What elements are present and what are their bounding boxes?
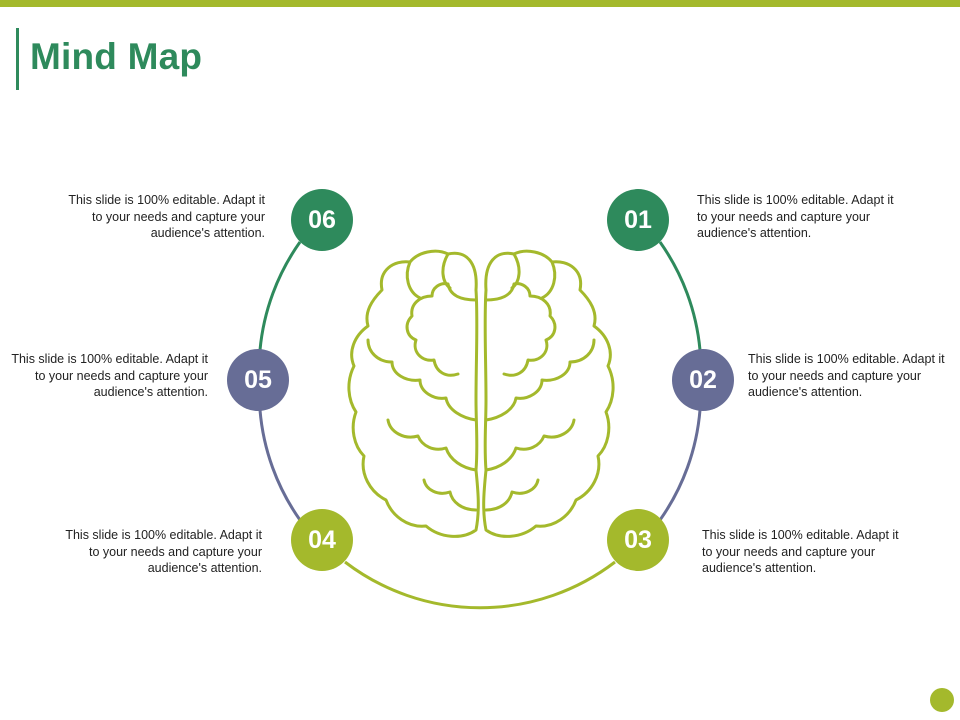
title-accent-rule bbox=[16, 28, 19, 90]
node-01: 01 bbox=[607, 189, 669, 251]
node-05: 05 bbox=[227, 349, 289, 411]
node-02: 02 bbox=[672, 349, 734, 411]
description-01: This slide is 100% editable. Adapt it to… bbox=[697, 193, 894, 240]
description-06: This slide is 100% editable. Adapt it to… bbox=[68, 193, 265, 240]
brain-icon bbox=[347, 249, 615, 538]
node-06: 06 bbox=[291, 189, 353, 251]
node-04: 04 bbox=[291, 509, 353, 571]
arc-04-03 bbox=[344, 560, 616, 610]
description-04: This slide is 100% editable. Adapt it to… bbox=[65, 528, 262, 575]
description-02: This slide is 100% editable. Adapt it to… bbox=[748, 352, 945, 399]
corner-dot bbox=[930, 688, 954, 712]
arc-02-01 bbox=[658, 241, 702, 351]
slide-title: Mind Map bbox=[30, 36, 203, 77]
node-03: 03 bbox=[607, 509, 669, 571]
arc-05-04 bbox=[258, 409, 302, 521]
description-03: This slide is 100% editable. Adapt it to… bbox=[702, 528, 899, 575]
arc-06-05 bbox=[258, 241, 302, 351]
top-accent-bar bbox=[0, 0, 960, 7]
description-05: This slide is 100% editable. Adapt it to… bbox=[11, 352, 208, 399]
arc-03-02 bbox=[658, 409, 702, 521]
